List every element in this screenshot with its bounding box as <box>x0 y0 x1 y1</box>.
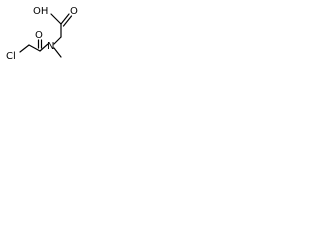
bond-nitrogen-methyl <box>53 47 62 58</box>
hydroxyl-label: OH <box>33 6 48 17</box>
amide-oxygen-label: O <box>35 30 43 41</box>
bonds <box>19 13 73 58</box>
atom-labels: OH O O N Cl <box>6 6 78 62</box>
chemical-structure-diagram: OH O O N Cl <box>6 6 78 62</box>
bond-amide-carbon-chloromethyl <box>28 44 41 52</box>
bond-methylene-nitrogen <box>53 36 62 45</box>
chlorine-label: Cl <box>6 51 16 62</box>
bond-nitrogen-amide-carbon <box>39 43 49 52</box>
bond-chloromethyl-chlorine <box>19 44 30 53</box>
nitrogen-label: N <box>47 41 54 52</box>
bond-carboxyl-double-b <box>62 15 73 27</box>
carboxyl-oxygen-label: O <box>70 6 78 17</box>
bond-hydroxyl-carbonyl-carbon <box>50 13 62 25</box>
bond-carboxyl-double-a <box>60 13 70 25</box>
